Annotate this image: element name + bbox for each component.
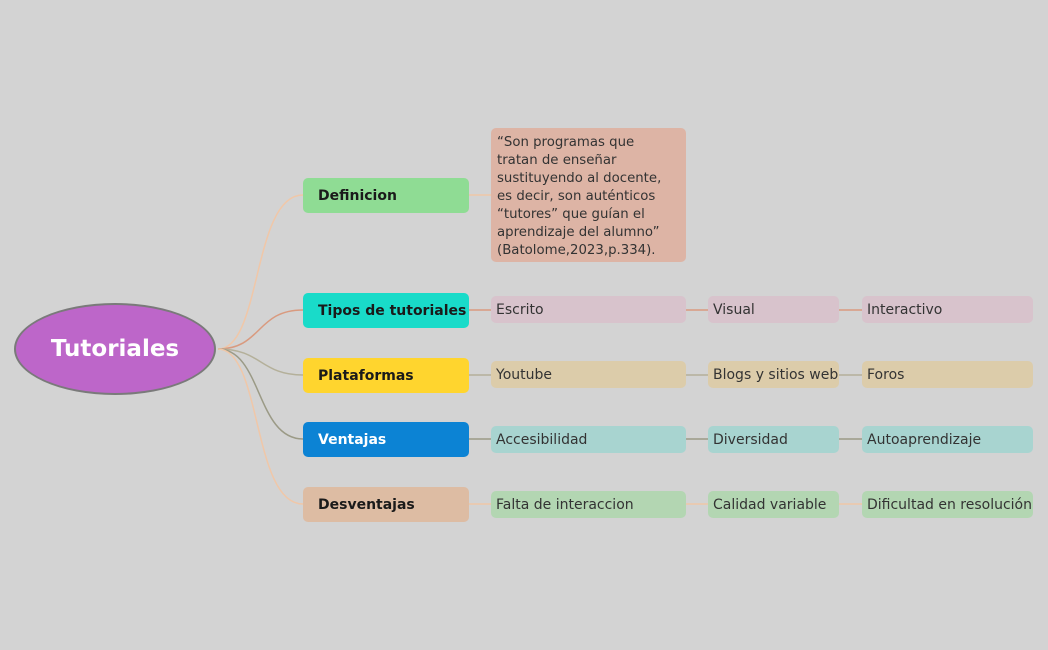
definition-quote-node[interactable]: “Son programas que tratan de enseñar sus… [491,128,686,262]
link-root-plataformas [217,348,304,376]
branch-plataformas[interactable]: Plataformas [303,358,469,393]
leaf-escrito[interactable]: Escrito [491,296,686,323]
leaf-visual[interactable]: Visual [708,296,839,323]
link-root-desventajas [217,348,304,505]
leaf-diversidad[interactable]: Diversidad [708,426,839,453]
leaf-interactivo[interactable]: Interactivo [862,296,1033,323]
leaf-falta-de-interaccion[interactable]: Falta de interaccion [491,491,686,518]
branch-desventajas[interactable]: Desventajas [303,487,469,522]
link-root-ventajas [217,348,304,440]
leaf-blogs[interactable]: Blogs y sitios web [708,361,839,388]
leaf-accesibilidad[interactable]: Accesibilidad [491,426,686,453]
leaf-autoaprendizaje[interactable]: Autoaprendizaje [862,426,1033,453]
leaf-calidad-variable[interactable]: Calidad variable [708,491,839,518]
branch-tipos-de-tutoriales[interactable]: Tipos de tutoriales [303,293,469,328]
root-node[interactable]: Tutoriales [14,303,216,395]
branch-ventajas[interactable]: Ventajas [303,422,469,457]
branch-definicion[interactable]: Definicion [303,178,469,213]
leaf-dificultad-en-resolucion[interactable]: Dificultad en resolución [862,491,1033,518]
leaf-youtube[interactable]: Youtube [491,361,686,388]
link-root-tipos [217,309,304,350]
leaf-foros[interactable]: Foros [862,361,1033,388]
link-root-definicion [217,194,304,350]
